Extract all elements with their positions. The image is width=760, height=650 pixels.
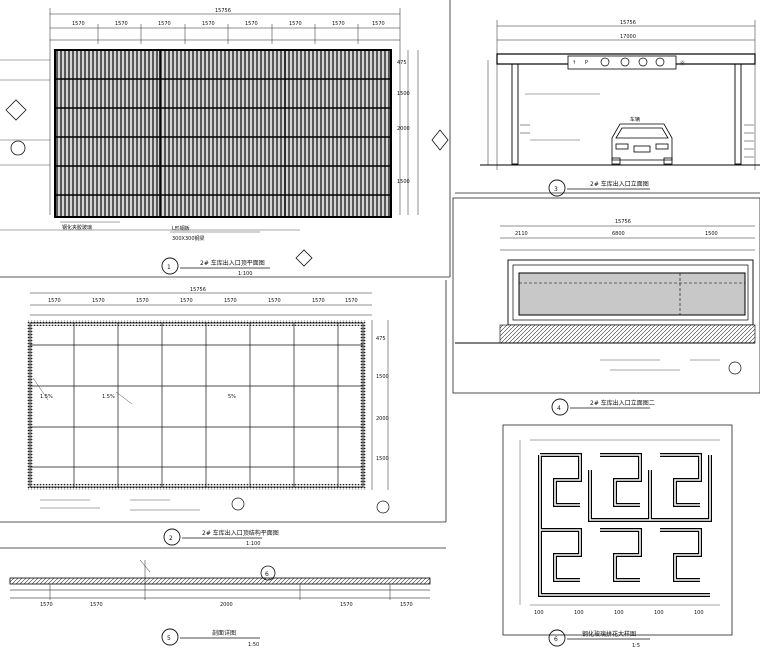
svg-text:1570: 1570 (224, 298, 237, 304)
drawing-2-number: 2 (169, 535, 173, 542)
dim-3: 2000 (220, 602, 233, 608)
drawing-4-title: 2# 车库出入口立面图二 (590, 399, 655, 407)
dim-7: 1570 (332, 21, 345, 27)
drawing-3-number: 3 (554, 186, 558, 193)
dim-1: 1570 (90, 602, 103, 608)
svg-text:P: P (585, 60, 588, 66)
svg-text:1570: 1570 (345, 298, 358, 304)
svg-text:1500: 1500 (397, 179, 410, 185)
svg-text:Ⓟ: Ⓟ (680, 60, 685, 67)
overall-dim: 15756 (620, 20, 636, 26)
dim-1: 2110 (515, 231, 528, 237)
drawing-2-title: 2# 车库出入口顶结构平面图 (202, 529, 279, 537)
fret-pattern (538, 453, 712, 597)
svg-text:2000: 2000 (397, 126, 410, 132)
dim-4: 100 (654, 610, 664, 616)
svg-text:475: 475 (397, 60, 407, 66)
drawing-1-title: 2# 车库出入口顶平面图 (200, 259, 265, 267)
drawing-6-title: 钢化玻璃拼花大样图 (582, 630, 636, 638)
svg-text:1500: 1500 (376, 374, 389, 380)
drawing-4-elevation: 15756 2110 6800 1500 4 2# 车库出入口立面图二 (455, 219, 756, 416)
svg-text:1570: 1570 (268, 298, 281, 304)
dim-1: 100 (534, 610, 544, 616)
detail-callout: 6 (265, 571, 269, 578)
dim-2: 1570 (40, 602, 53, 608)
svg-text:1570: 1570 (48, 298, 61, 304)
dim-3: 1500 (705, 231, 718, 237)
svg-text:2000: 2000 (376, 416, 389, 422)
dim-2: 100 (574, 610, 584, 616)
dim-2: 6800 (612, 231, 625, 237)
dim-4: 1570 (202, 21, 215, 27)
dim-6: 1570 (289, 21, 302, 27)
svg-text:1570: 1570 (312, 298, 325, 304)
overall-dim: 15756 (190, 287, 206, 293)
slope-left: 1.5% (40, 394, 53, 400)
dim-1: 1570 (72, 21, 85, 27)
drawing-2-structure-plan: 15756 1570 1570 1570 1570 1570 1570 1570 1570… (27, 287, 390, 547)
note-steel-plate: L形钢板 (172, 225, 190, 232)
svg-text:1570: 1570 (92, 298, 105, 304)
slope-mid: 1.5% (102, 394, 115, 400)
drawing-6-number: 6 (554, 636, 558, 643)
panel-frames (0, 0, 760, 636)
svg-text:1500: 1500 (397, 91, 410, 97)
dim-4: 1570 (340, 602, 353, 608)
drawing-6-pattern-detail: 100 100 100 100 100 6 钢化玻璃拼花大样图 1:5 (519, 439, 720, 649)
note-glass: 钢化夹胶玻璃 (62, 224, 92, 231)
drawing-5-section: 1570 1570 2000 1570 1570 6 5 剖面详图 1:50 (9, 559, 431, 648)
car-label: 车辆 (630, 116, 640, 123)
svg-text:1500: 1500 (376, 456, 389, 462)
drawing-4-number: 4 (557, 405, 561, 412)
drawing-1-roof-plan: 1570 1570 1570 1570 1570 1570 1570 1570 … (0, 8, 449, 277)
svg-text:↑: ↑ (572, 60, 576, 66)
drawing-1-scale: 1:100 (238, 271, 252, 277)
svg-text:17000: 17000 (620, 34, 636, 40)
svg-text:1570: 1570 (180, 298, 193, 304)
drawing-3-elevation: 15756 17000 ↑ P Ⓟ 车辆 (480, 20, 760, 197)
drawing-3-title: 2# 车库出入口立面图 (590, 180, 649, 188)
note-beam: 300X300钢梁 (172, 235, 205, 242)
car-elevation (611, 123, 673, 165)
drawing-6-scale: 1:5 (632, 643, 640, 649)
dim-5: 1570 (245, 21, 258, 27)
overall-dim: 15756 (615, 219, 631, 225)
drawing-2-scale: 1:100 (246, 541, 260, 547)
dim-3: 1570 (158, 21, 171, 27)
dim-3: 100 (614, 610, 624, 616)
drawing-5-title: 剖面详图 (212, 629, 236, 637)
drawing-5-number: 5 (167, 635, 171, 642)
svg-text:5%: 5% (228, 394, 236, 400)
dim-5: 1570 (400, 602, 413, 608)
drawing-1-number: 1 (167, 264, 171, 271)
svg-text:1570: 1570 (136, 298, 149, 304)
overall-dim: 15756 (215, 8, 231, 14)
dim-8: 1570 (372, 21, 385, 27)
dim-2: 1570 (115, 21, 128, 27)
svg-text:475: 475 (376, 336, 386, 342)
dim-5: 100 (694, 610, 704, 616)
drawing-5-scale: 1:50 (248, 642, 259, 648)
